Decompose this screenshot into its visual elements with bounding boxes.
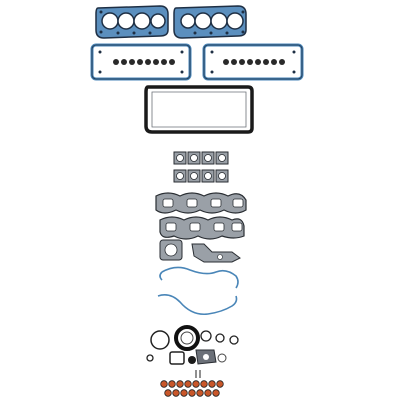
valve-cover-gasket-left [90, 43, 192, 81]
thermostat-gasket [195, 349, 227, 365]
rear-main-seal [150, 330, 170, 350]
intake-gasket-lower [159, 216, 245, 240]
bolt-row [195, 370, 201, 378]
egr-gasket [191, 243, 241, 263]
grommet-row-left [113, 59, 175, 65]
throttle-body-gasket [159, 239, 183, 261]
front-crank-seal [174, 325, 200, 351]
timing-cover-gasket-lower [157, 294, 238, 316]
valve-stem-seals-row-2 [164, 389, 220, 397]
valve-stem-seals-row-1 [160, 380, 224, 388]
oil-pan-gasket [144, 85, 254, 134]
head-gasket-left [95, 5, 169, 39]
valve-cover-gasket-right [202, 43, 304, 81]
head-gasket-right [173, 5, 247, 39]
intake-gasket-upper [155, 192, 247, 214]
small-o-rings [146, 330, 239, 362]
oil-pump-gasket [169, 351, 196, 365]
grommet-row-right [223, 59, 285, 65]
timing-cover-gasket-upper [159, 266, 239, 289]
